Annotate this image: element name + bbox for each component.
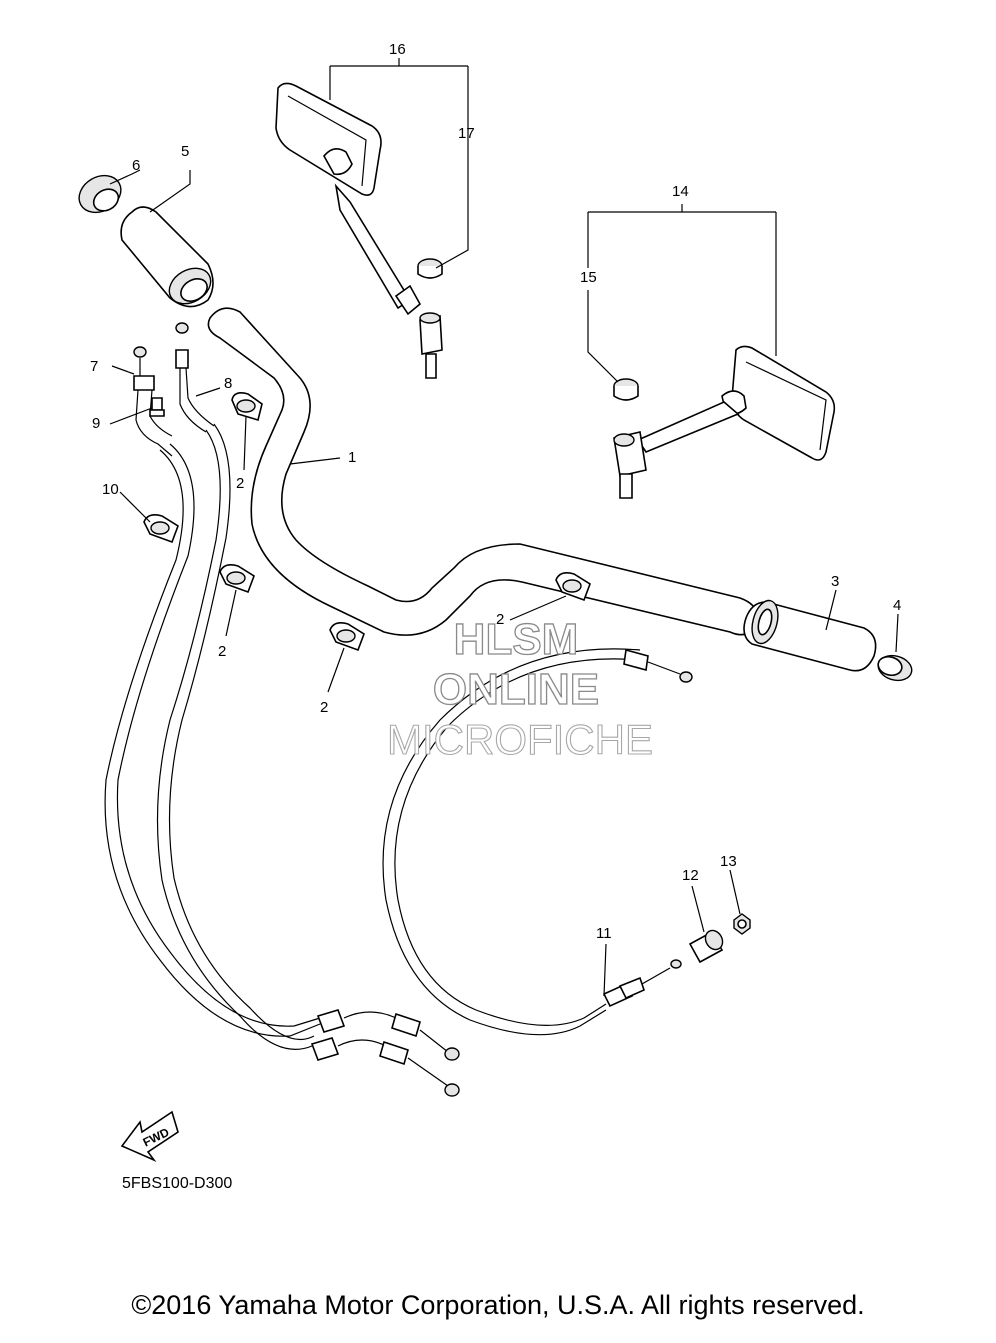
nut[interactable]: [733, 913, 751, 935]
callout-14: 14: [672, 183, 689, 200]
watermark: HLSM ONLINE MICROFICHE: [386, 614, 653, 763]
copyright-footer: ©2016 Yamaha Motor Corporation, U.S.A. A…: [131, 1290, 865, 1320]
callout-3: 3: [831, 573, 839, 590]
callout-11: 11: [596, 925, 612, 942]
right-mirror[interactable]: [613, 345, 836, 499]
cable-clamp-3[interactable]: [329, 622, 365, 652]
callout-12: 12: [682, 867, 699, 884]
watermark-line3: MICROFICHE: [387, 716, 653, 763]
cable-clamp-4[interactable]: [555, 572, 591, 602]
mirror-cap-left[interactable]: [417, 258, 443, 279]
callout-6: 6: [132, 157, 140, 174]
adjuster[interactable]: [688, 927, 726, 964]
left-grip[interactable]: [120, 206, 217, 311]
drawing-code: 5FBS100-D300: [122, 1175, 232, 1192]
callout-numbers: 1 2 2 2 2 2 3 4 5 6 7 8 9 10 11 12 13 14…: [90, 41, 901, 942]
forward-arrow-icon: FWD: [120, 1110, 179, 1162]
throttle-grip[interactable]: [743, 598, 877, 672]
cable-clamp-2[interactable]: [219, 564, 255, 594]
cable-holder[interactable]: [143, 514, 179, 544]
callout-2b: 2: [218, 643, 226, 660]
cable-fittings[interactable]: [310, 1009, 460, 1097]
bolt[interactable]: [149, 397, 165, 417]
callout-13: 13: [720, 853, 737, 870]
grip-end-right[interactable]: [875, 652, 914, 684]
callout-10: 10: [102, 481, 119, 498]
watermark-line1: HLSM: [454, 615, 579, 664]
throttle-cable-end[interactable]: [175, 322, 215, 433]
throttle-cables[interactable]: [104, 423, 321, 1050]
callout-2a: 2: [236, 475, 244, 492]
watermark-line2: ONLINE: [433, 665, 599, 714]
callout-1: 1: [348, 449, 356, 466]
handlebar[interactable]: [207, 307, 759, 636]
mirror-cap-right[interactable]: [613, 378, 639, 401]
callout-17: 17: [458, 125, 475, 142]
clutch-cable[interactable]: [382, 648, 693, 1036]
cable-clamp-1[interactable]: [231, 392, 263, 422]
leader-lines: [109, 58, 899, 997]
callout-4: 4: [893, 597, 901, 614]
callout-9: 9: [92, 415, 100, 432]
left-mirror[interactable]: [275, 82, 443, 379]
callout-15: 15: [580, 269, 597, 286]
callout-16: 16: [389, 41, 406, 58]
grip-end-cap[interactable]: [72, 168, 127, 219]
callout-7: 7: [90, 358, 98, 375]
callout-5: 5: [181, 143, 189, 160]
callout-2c: 2: [320, 699, 328, 716]
callout-8: 8: [224, 375, 232, 392]
callout-2d: 2: [496, 611, 504, 628]
